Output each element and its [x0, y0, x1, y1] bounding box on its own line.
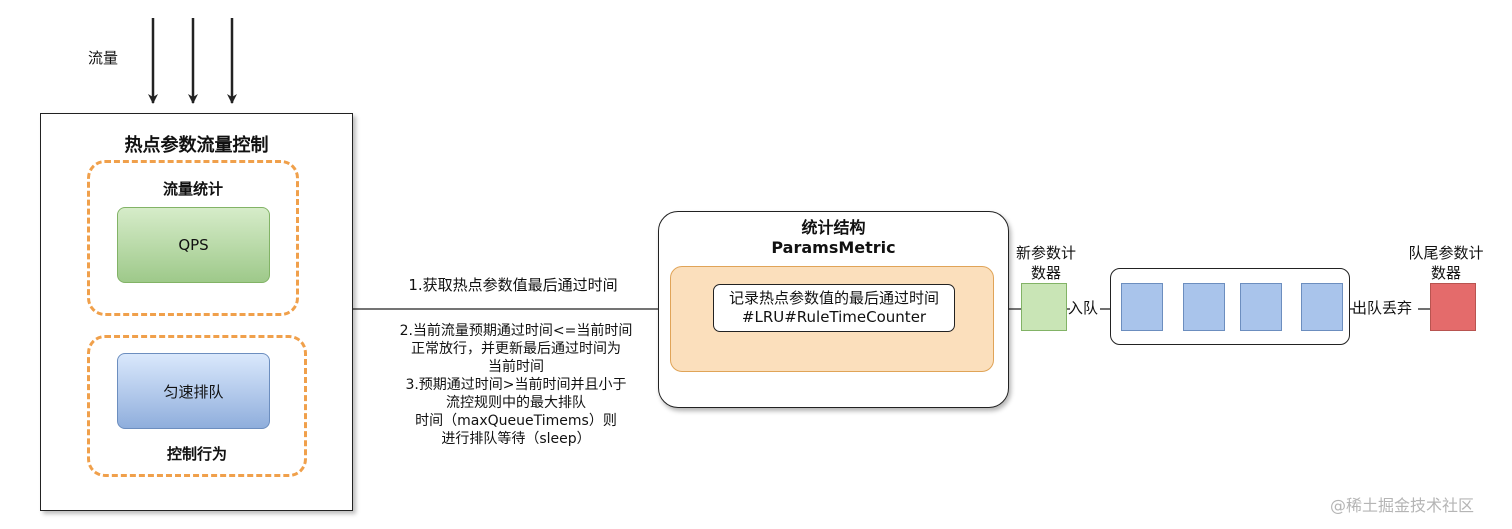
new-counter-node	[1021, 283, 1067, 331]
new-counter-label-line2: 数器	[1030, 264, 1061, 282]
enqueue-label: 入队	[1068, 299, 1099, 317]
queue-slot	[1240, 283, 1282, 331]
last-pass-time-record: 记录热点参数值的最后通过时间 #LRU#RuleTimeCounter	[713, 284, 955, 332]
traffic-stats-label: 流量统计	[162, 180, 223, 198]
flow-step-1-label: 1.获取热点参数值最后通过时间	[408, 276, 618, 294]
flow-description: 2.当前流量预期通过时间<=当前时间 正常放行，并更新最后通过时间为 当前时间 …	[370, 322, 662, 448]
watermark: @稀土掘金技术社区	[1330, 496, 1475, 515]
hot-param-control-title: 热点参数流量控制	[124, 135, 269, 156]
tail-counter-node	[1430, 283, 1476, 331]
qps-node: QPS	[117, 207, 270, 283]
control-behavior-label: 控制行为	[166, 445, 227, 463]
dequeue-discard-label: 出队丢弃	[1352, 299, 1413, 317]
params-metric-title: 统计结构 ParamsMetric	[658, 218, 1009, 258]
new-counter-label-line1: 新参数计	[1015, 244, 1076, 262]
flow-desc-line: 当前时间	[488, 359, 544, 375]
tail-counter-label-line1: 队尾参数计	[1408, 244, 1484, 262]
queue-slot	[1183, 283, 1225, 331]
flow-desc-line: 2.当前流量预期通过时间<=当前时间	[399, 323, 633, 339]
new-counter-label: 新参数计 数器	[1010, 243, 1082, 283]
tail-counter-label: 队尾参数计 数器	[1392, 243, 1500, 283]
hot-param-control-frame	[40, 113, 353, 511]
flow-desc-line: 时间（maxQueueTimems）则	[415, 413, 617, 429]
last-pass-time-record-line2: #LRU#RuleTimeCounter	[741, 308, 927, 326]
queue-slot	[1121, 283, 1163, 331]
params-metric-title-line1: 统计结构	[801, 218, 866, 237]
traffic-stats-group	[87, 160, 299, 316]
tail-counter-label-line2: 数器	[1430, 264, 1461, 282]
params-metric-title-line2: ParamsMetric	[771, 238, 896, 257]
traffic-label: 流量	[88, 49, 119, 67]
control-behavior-group	[87, 335, 307, 477]
uniform-queue-node: 匀速排队	[117, 353, 270, 429]
last-pass-time-record-line1: 记录热点参数值的最后通过时间	[728, 289, 939, 307]
flow-desc-line: 进行排队等待（sleep）	[441, 431, 591, 447]
flow-desc-line: 流控规则中的最大排队	[446, 395, 586, 411]
flow-desc-line: 3.预期通过时间>当前时间并且小于	[405, 377, 627, 393]
queue-slot	[1301, 283, 1343, 331]
flow-desc-line: 正常放行，并更新最后通过时间为	[411, 341, 621, 357]
